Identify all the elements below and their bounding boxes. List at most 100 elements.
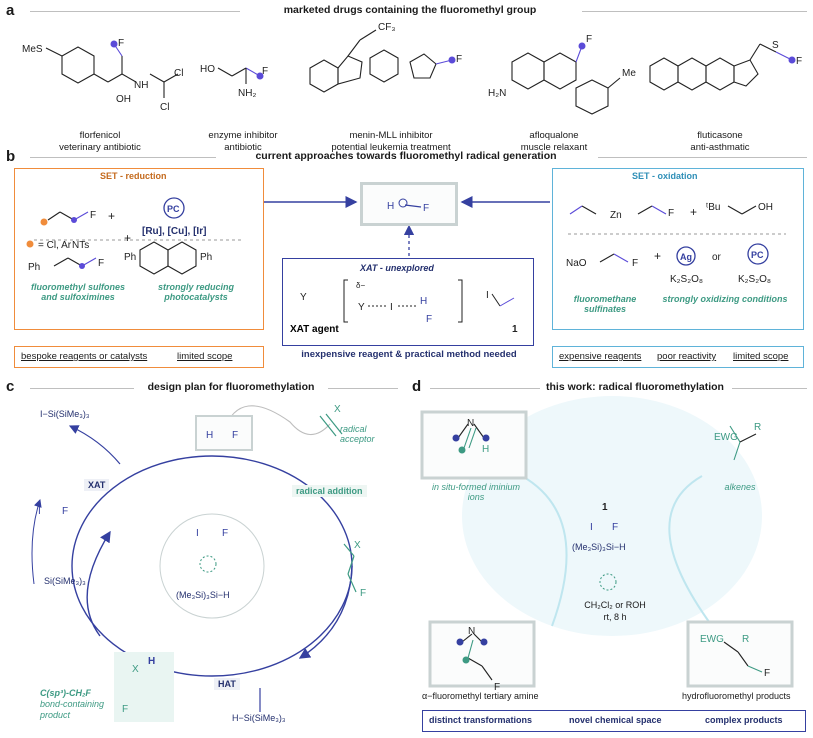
hat-step-label: HAT	[214, 678, 240, 690]
chem-label: NH₂	[238, 88, 256, 99]
chem-label: F	[796, 56, 802, 67]
svg-text:ᵗBu: ᵗBu	[706, 202, 720, 213]
svg-text:I: I	[590, 522, 593, 533]
svg-text:Ph: Ph	[200, 252, 212, 263]
svg-text:I: I	[196, 528, 199, 539]
svg-text:Ph: Ph	[124, 252, 136, 263]
radical-addition-label: radical addition	[292, 485, 367, 497]
set-reduction-label: SET - reduction	[100, 171, 167, 181]
svg-text:F: F	[494, 682, 500, 693]
svg-text:OH: OH	[758, 202, 773, 213]
tag-complex-products: complex products	[705, 715, 783, 725]
svg-text:R: R	[754, 422, 761, 433]
chem-label: Me	[622, 68, 636, 79]
svg-text:XAT agent: XAT agent	[290, 324, 339, 335]
chem-label: HO	[200, 64, 215, 75]
svg-text:F: F	[423, 203, 429, 214]
svg-text:H: H	[206, 430, 213, 441]
svg-text:+: +	[654, 249, 661, 263]
chem-label: H₂N	[488, 88, 506, 99]
chem-label: Cl	[160, 102, 169, 113]
this-work-tags-box: distinct transformations novel chemical …	[422, 710, 806, 732]
svg-text:F: F	[62, 506, 68, 517]
chem-label: F	[456, 54, 462, 65]
divider	[30, 157, 216, 158]
divider	[732, 388, 807, 389]
svg-text:R: R	[742, 634, 749, 645]
tag-distinct: distinct transformations	[429, 715, 533, 725]
divider	[30, 388, 134, 389]
svg-text:Y: Y	[358, 302, 365, 313]
center-arrows	[264, 196, 550, 256]
svg-text:X: X	[334, 404, 341, 415]
svg-text:1: 1	[512, 324, 518, 335]
svg-text:or: or	[712, 252, 722, 263]
svg-text:NaO: NaO	[566, 258, 587, 269]
svg-text:N: N	[467, 418, 474, 429]
divider	[430, 388, 540, 389]
svg-text:= Cl, Ar: = Cl, Ar	[38, 240, 72, 251]
tag-limited-scope: limited scope	[177, 351, 233, 362]
divider	[598, 157, 807, 158]
svg-text:Ag: Ag	[680, 252, 692, 262]
svg-text:δ−: δ−	[356, 281, 365, 290]
svg-text:F: F	[612, 522, 618, 533]
tag-bespoke: bespoke reagents or catalysts	[21, 351, 148, 362]
radical-acceptor-label: radical acceptor	[340, 424, 375, 444]
set-oxidation-structures: Zn F + ᵗBu OH NaO F + or K₂S₂O₈ K₂S₂O₈ A…	[566, 202, 786, 285]
svg-text:F: F	[90, 210, 96, 221]
svg-text:F: F	[360, 588, 366, 599]
svg-text:N: N	[468, 626, 475, 637]
panel-a-letter: a	[6, 2, 15, 19]
svg-text:I: I	[38, 506, 41, 517]
silane-label: (Me₃Si)₃Si−H	[572, 542, 626, 552]
reduction-tags-box: bespoke reagents or catalysts limited sc…	[14, 346, 264, 368]
panel-b-title: current approaches towards fluoromethyl …	[255, 150, 557, 162]
svg-text:1: 1	[602, 502, 608, 513]
svg-text:H: H	[387, 201, 394, 212]
svg-text:X: X	[132, 664, 139, 675]
iodosilane-label: I−Si(SiMe₃)₃	[40, 409, 90, 419]
panel-a-title: marketed drugs containing the fluorometh…	[283, 4, 537, 16]
divider	[582, 11, 807, 12]
svg-text:F: F	[122, 704, 128, 715]
tag-expensive: expensive reagents	[559, 351, 642, 362]
amine-product-label: α−fluoromethyl tertiary amine	[422, 691, 539, 701]
tag-limited-scope: limited scope	[733, 351, 789, 362]
panel-d-letter: d	[412, 378, 422, 395]
svg-text:H: H	[420, 296, 427, 307]
silyl-radical-label: Si(SiMe₃)₃	[44, 576, 86, 586]
panel-a-structures: MeS F OH NH Cl Cl HO F NH₂ CF₃ F H₂N F M…	[22, 22, 802, 115]
svg-text:Zn: Zn	[610, 210, 622, 221]
panel-d-scheme: N H EWG R N F EWG R F 1 I F	[420, 396, 794, 693]
svg-text:F: F	[232, 430, 238, 441]
divider	[328, 388, 398, 389]
chem-label: S	[772, 40, 779, 51]
panel-d-title: this work: radical fluoromethylation	[546, 381, 724, 393]
hydro-product-label: hydrofluoromethyl products	[682, 691, 791, 701]
chem-label: Cl	[174, 68, 183, 79]
svg-text:+: +	[690, 205, 697, 219]
svg-text:K₂S₂O₈: K₂S₂O₈	[738, 274, 771, 285]
chem-label: F	[118, 38, 124, 49]
panel-c-letter: c	[6, 378, 15, 395]
svg-text:F: F	[668, 208, 674, 219]
xat-step-label: XAT	[84, 479, 110, 491]
svg-text:H: H	[482, 444, 489, 455]
svg-text:H: H	[148, 656, 155, 667]
xat-box	[282, 258, 534, 346]
svg-text:Y: Y	[300, 292, 307, 303]
set-oxidation-box	[552, 168, 804, 330]
chem-label: F	[586, 34, 592, 45]
svg-text:F: F	[98, 258, 104, 269]
set-oxidation-label: SET - oxidation	[632, 171, 698, 181]
chem-label: OH	[116, 94, 131, 105]
set-reduction-structures: F = Cl, Ar + + NTs F Ph Ph Ph PC [Ru], […	[26, 197, 244, 275]
tag-novel-space: novel chemical space	[569, 715, 662, 725]
svg-text:[Ru], [Cu], [Ir]: [Ru], [Cu], [Ir]	[142, 226, 206, 237]
solvent-label: CH₂Cl₂ or ROH	[584, 600, 646, 610]
